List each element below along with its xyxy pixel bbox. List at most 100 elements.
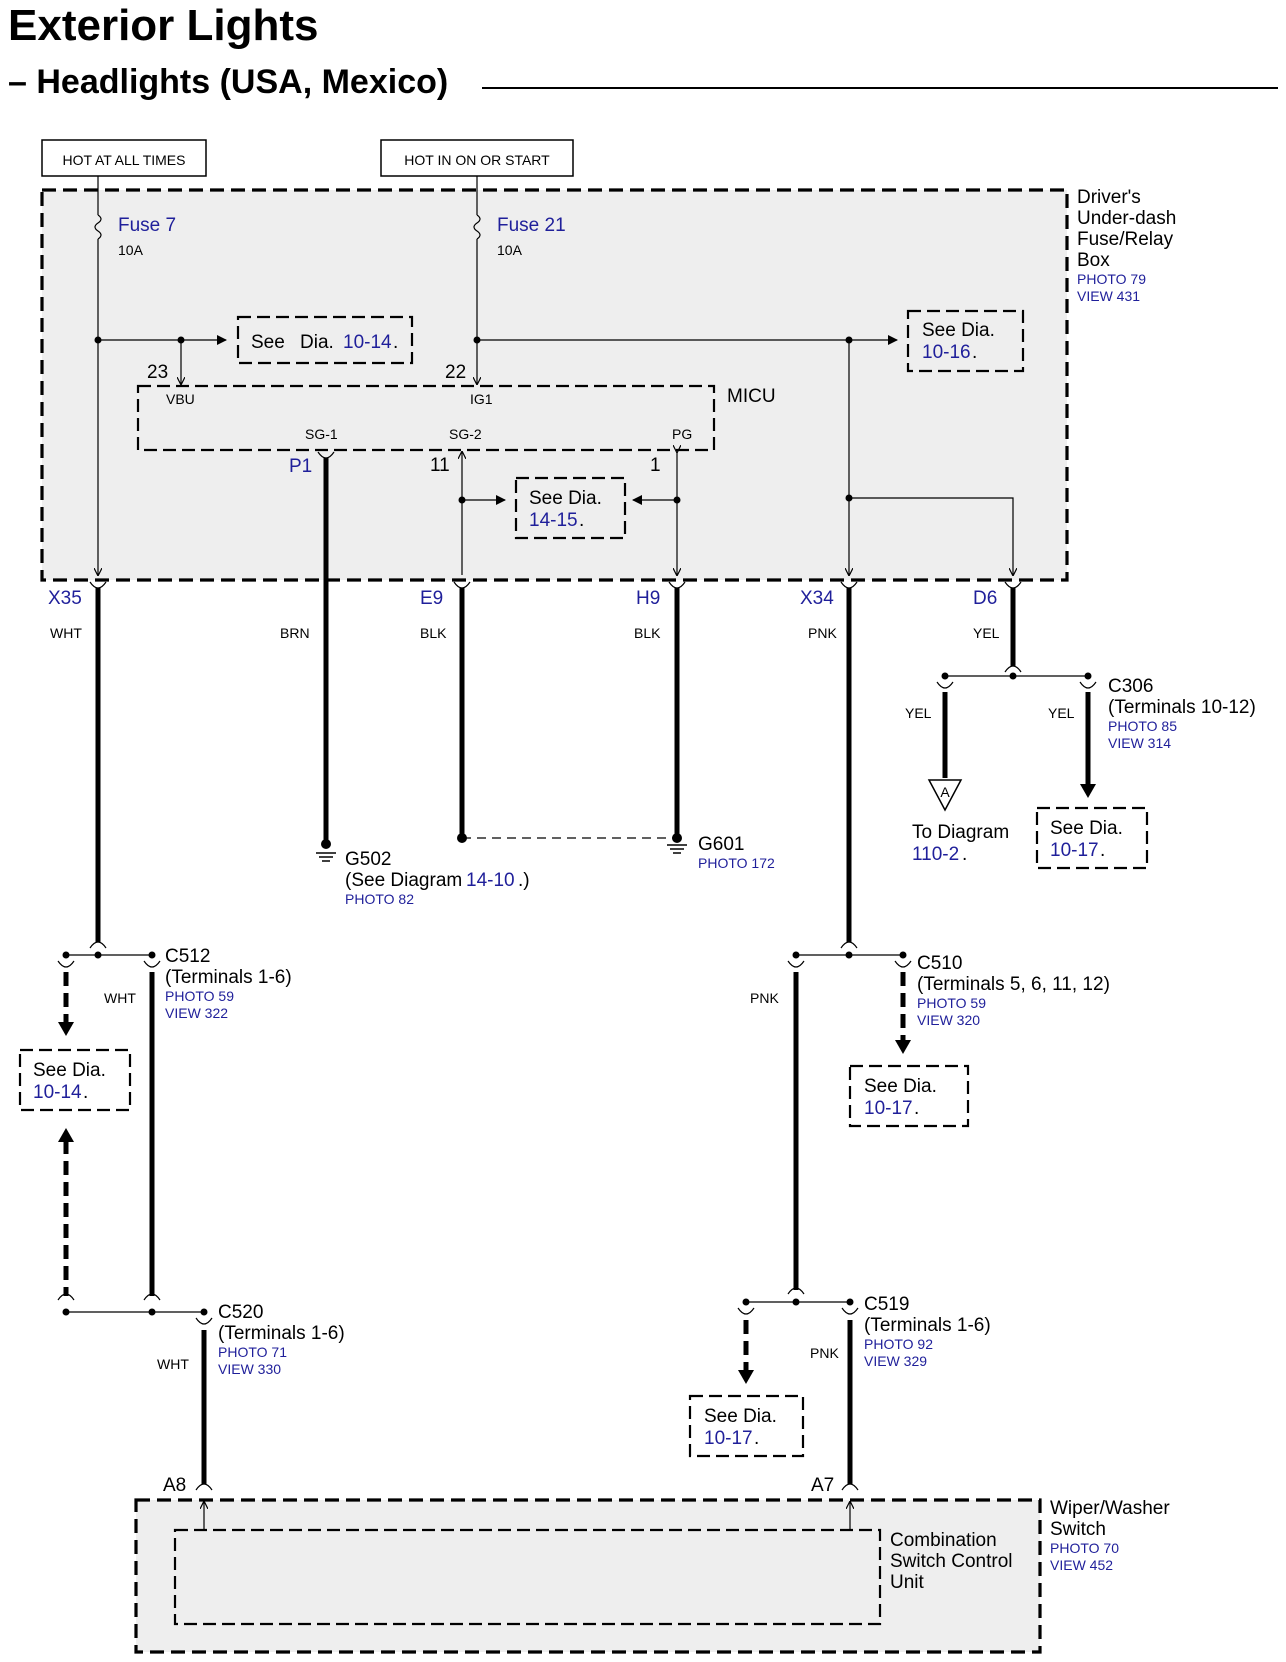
svg-text:See Dia.: See Dia.	[33, 1060, 106, 1081]
svg-text:Fuse/Relay: Fuse/Relay	[1077, 229, 1174, 250]
svg-text:.: .	[754, 1428, 759, 1449]
wire-pnk-2: PNK	[750, 990, 779, 1006]
svg-text:To Diagram: To Diagram	[912, 822, 1009, 843]
see-dia-14-15-ref[interactable]: 14-15	[529, 510, 578, 531]
ground-g601-symbol	[667, 844, 687, 854]
svg-text:VIEW 431: VIEW 431	[1077, 288, 1140, 304]
wire-wht-2: WHT	[104, 990, 136, 1006]
wire-wht-1: WHT	[50, 625, 82, 641]
connector-c512-label: C512	[165, 946, 210, 967]
svg-text:A: A	[940, 784, 950, 800]
terminal-x34: X34	[800, 588, 834, 609]
svg-text:PHOTO 70: PHOTO 70	[1050, 1540, 1119, 1556]
see-dia-10-16-box	[906, 309, 1025, 373]
svg-text:(Terminals 1-6): (Terminals 1-6)	[218, 1323, 345, 1344]
hot-at-all-times-label: HOT AT ALL TIMES	[63, 152, 186, 168]
svg-text:22: 22	[445, 362, 466, 383]
wire-pnk-3: PNK	[810, 1345, 839, 1361]
svg-text:VIEW 330: VIEW 330	[218, 1361, 281, 1377]
micu-sg1-pin: SG-1	[305, 426, 338, 442]
fuse-21-label: Fuse 21	[497, 215, 566, 236]
page-title: Exterior Lights	[8, 1, 319, 50]
terminal-h9: H9	[636, 588, 660, 609]
svg-text:VIEW 452: VIEW 452	[1050, 1557, 1113, 1573]
svg-text:Combination: Combination	[890, 1530, 997, 1551]
svg-text:.: .	[83, 1082, 88, 1103]
wire-pnk-1: PNK	[808, 625, 837, 641]
see-dia-10-14-box-a	[236, 315, 414, 365]
wiper-washer-switch-box	[134, 1498, 1042, 1654]
svg-text:.: .	[914, 1098, 919, 1119]
see-dia-10-17-ref-b[interactable]: 10-17	[864, 1098, 913, 1119]
ground-g601-label: G601	[698, 834, 744, 855]
fuse-relay-box	[40, 188, 1069, 582]
svg-text:See Dia.: See Dia.	[1050, 818, 1123, 839]
wire-yel-2: YEL	[905, 705, 932, 721]
terminal-a8: A8	[163, 1475, 186, 1496]
fuse-7-label: Fuse 7	[118, 215, 176, 236]
see-dia-10-16-ref[interactable]: 10-16	[922, 342, 971, 363]
see-dia-14-15-box	[514, 476, 627, 540]
svg-text:Wiper/Washer: Wiper/Washer	[1050, 1498, 1170, 1519]
wire-blk-2: BLK	[634, 625, 661, 641]
svg-text:PHOTO 59: PHOTO 59	[917, 995, 986, 1011]
hot-at-all-times-box	[41, 139, 207, 177]
combination-switch-control-unit-box	[173, 1528, 882, 1626]
connector-c519-label: C519	[864, 1294, 909, 1315]
svg-text:P1: P1	[289, 456, 312, 477]
svg-text:Under-dash: Under-dash	[1077, 208, 1176, 229]
see-dia-10-14-ref-b[interactable]: 10-14	[33, 1082, 82, 1103]
terminal-d6: D6	[973, 588, 997, 609]
wire-yel-3: YEL	[1048, 705, 1075, 721]
svg-text:.: .	[962, 844, 967, 865]
svg-text:PHOTO 71: PHOTO 71	[218, 1344, 287, 1360]
micu-label: MICU	[727, 386, 776, 407]
svg-text:VIEW 329: VIEW 329	[864, 1353, 927, 1369]
fuse-7-symbol	[94, 214, 102, 240]
micu-box	[136, 384, 716, 452]
svg-text:23: 23	[147, 362, 168, 383]
svg-text:Switch Control: Switch Control	[890, 1551, 1013, 1572]
svg-text:See Dia.: See Dia.	[922, 320, 995, 341]
see-dia-10-17-ref-a[interactable]: 10-17	[1050, 840, 1099, 861]
svg-text:See Dia.: See Dia.	[529, 488, 602, 509]
see-dia-10-14-box-b	[18, 1048, 132, 1112]
svg-text:Driver's: Driver's	[1077, 187, 1141, 208]
svg-text:See: See	[251, 332, 285, 353]
fuse-21-symbol	[473, 214, 481, 240]
svg-text:(Terminals 5, 6, 11, 12): (Terminals 5, 6, 11, 12)	[917, 974, 1110, 995]
fuse-box-label: Driver's Under-dash Fuse/Relay Box PHOTO…	[1077, 187, 1176, 304]
see-dia-10-14-ref-a[interactable]: 10-14	[343, 332, 392, 353]
to-diagram-110-2-ref[interactable]: 110-2	[912, 844, 959, 865]
micu-pg-pin: PG	[672, 426, 692, 442]
hot-in-on-or-start-box	[380, 139, 574, 177]
see-dia-10-17-box-a	[1035, 806, 1149, 870]
svg-text:PHOTO 79: PHOTO 79	[1077, 271, 1146, 287]
micu-sg2-pin: SG-2	[449, 426, 482, 442]
terminal-a7: A7	[811, 1475, 834, 1496]
svg-text:See Dia.: See Dia.	[704, 1406, 777, 1427]
page-subtitle: – Headlights (USA, Mexico)	[8, 63, 448, 101]
wire-wht-3: WHT	[157, 1356, 189, 1372]
ground-g502-ref[interactable]: 14-10	[466, 870, 515, 891]
svg-text:VIEW 320: VIEW 320	[917, 1012, 980, 1028]
fuse-7-rating: 10A	[118, 242, 144, 258]
terminal-x35: X35	[48, 588, 82, 609]
svg-text:.): .)	[518, 870, 530, 891]
connector-c510-label: C510	[917, 953, 962, 974]
svg-text:PHOTO 172: PHOTO 172	[698, 855, 775, 871]
svg-text:Switch: Switch	[1050, 1519, 1106, 1540]
hot-in-on-or-start-label: HOT IN ON OR START	[404, 152, 550, 168]
svg-text:PHOTO 92: PHOTO 92	[864, 1336, 933, 1352]
ground-g502-label: G502	[345, 849, 391, 870]
svg-text:.: .	[393, 332, 398, 353]
connector-c306-label: C306	[1108, 676, 1153, 697]
svg-text:(Terminals 1-6): (Terminals 1-6)	[165, 967, 292, 988]
svg-text:PHOTO 82: PHOTO 82	[345, 891, 414, 907]
see-dia-10-17-ref-c[interactable]: 10-17	[704, 1428, 753, 1449]
wire-yel-1: YEL	[973, 625, 1000, 641]
svg-text:1: 1	[650, 455, 661, 476]
wire-brn: BRN	[280, 625, 310, 641]
svg-text:.: .	[1100, 840, 1105, 861]
